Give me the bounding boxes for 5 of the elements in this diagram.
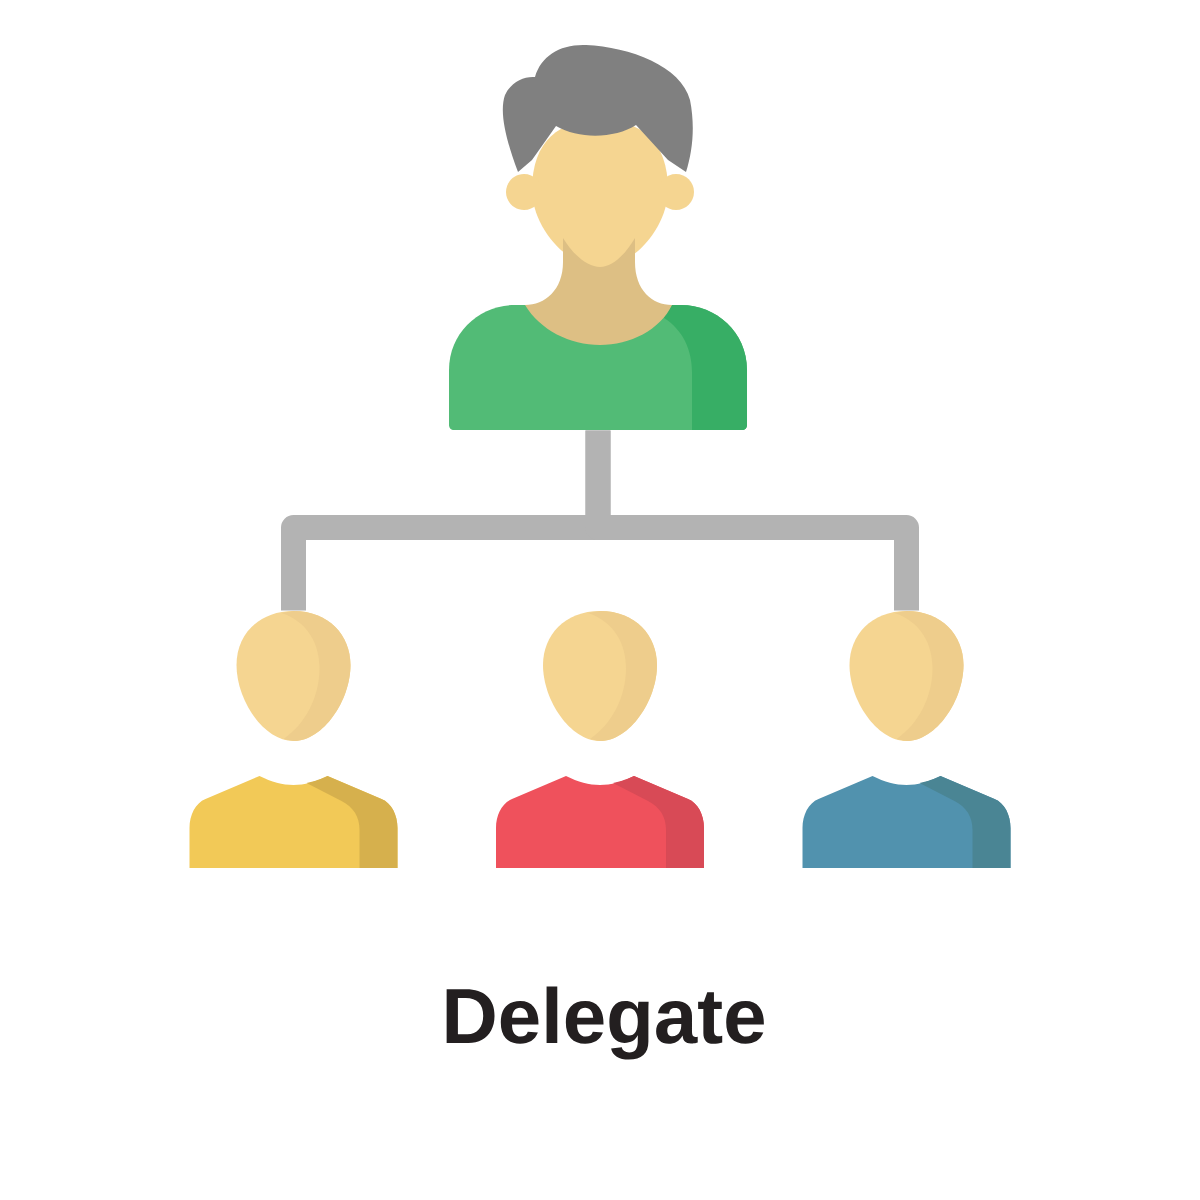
caption: Delegate [446,986,764,1060]
person-icon [189,611,398,868]
person-icon [449,45,747,430]
person-icon [496,611,704,868]
person-icon [802,611,1011,868]
